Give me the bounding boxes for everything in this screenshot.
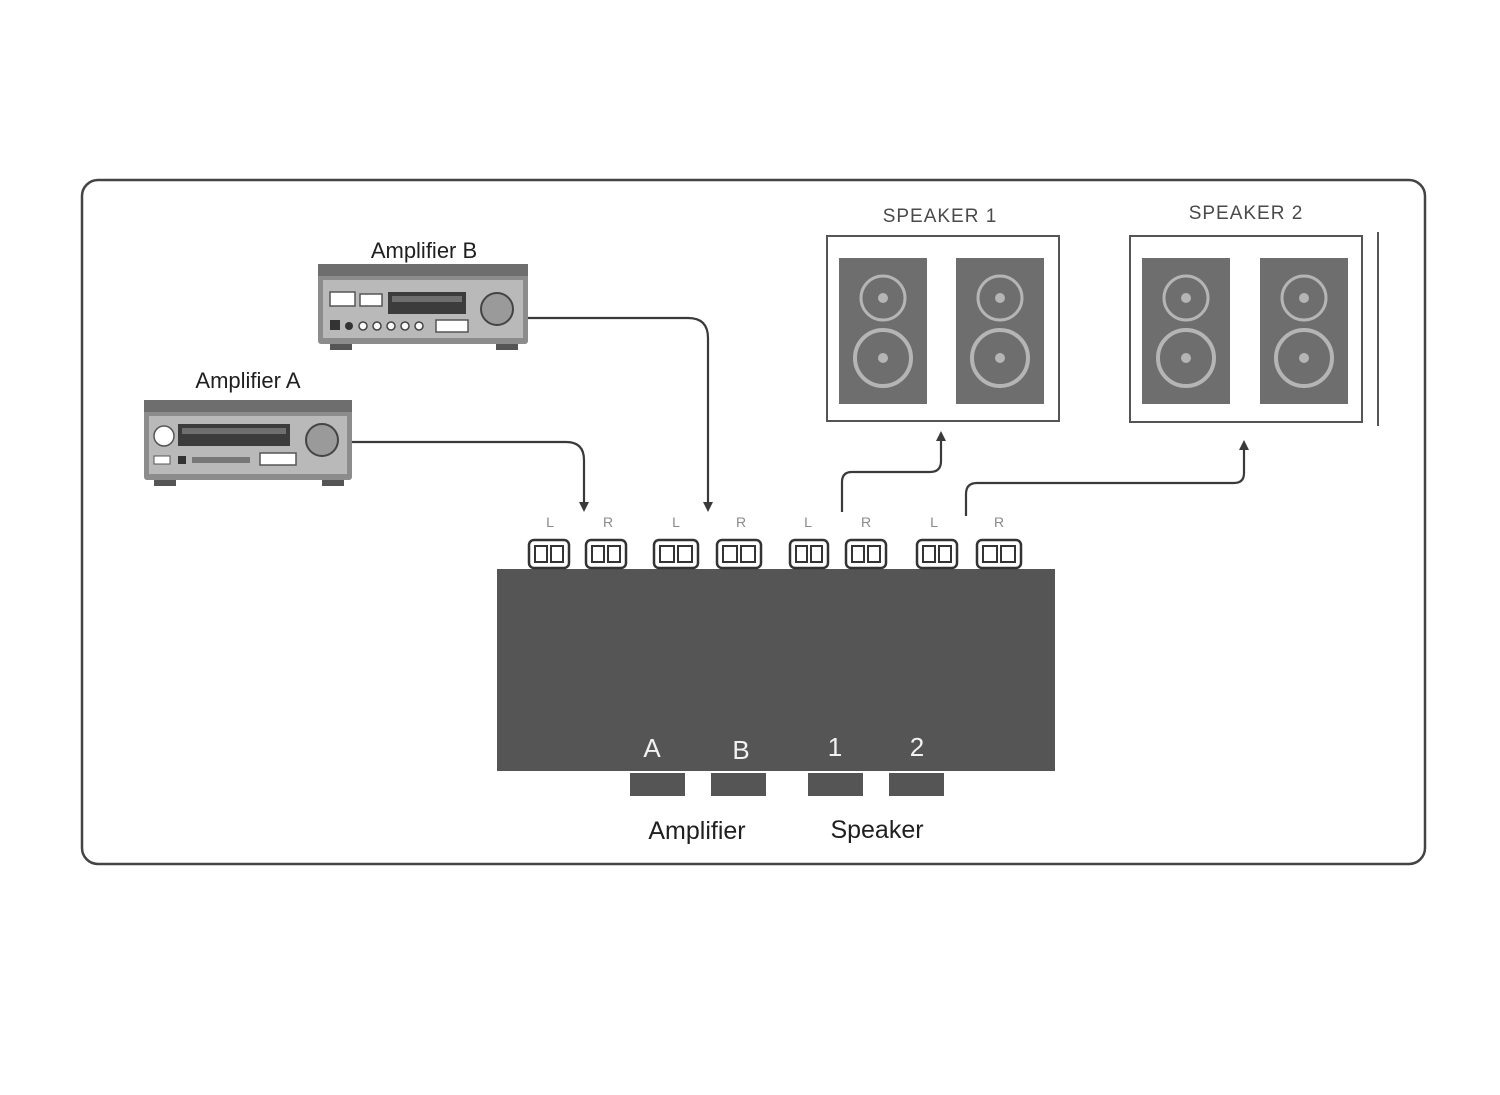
speaker-1-icon	[826, 235, 1060, 422]
terminal-label: L	[804, 514, 812, 530]
speaker-group-label: Speaker	[830, 816, 923, 844]
terminal-label: L	[546, 514, 554, 530]
amplifier-group-label: Amplifier	[648, 817, 745, 845]
amplifier-a-label: Amplifier A	[195, 368, 300, 393]
switch-box	[497, 569, 1055, 771]
terminal-label: R	[603, 514, 613, 530]
speaker-2-icon	[1129, 232, 1379, 426]
terminal-icon	[915, 538, 959, 570]
terminal-icon	[652, 538, 700, 570]
terminal-icon	[527, 538, 571, 570]
terminal-label: R	[861, 514, 871, 530]
switch-label-2: 2	[910, 732, 924, 762]
terminal-icon	[975, 538, 1023, 570]
wire-amplifier-b	[528, 316, 713, 512]
wire-amplifier-a	[352, 440, 589, 512]
wire-speaker-1	[840, 431, 946, 512]
terminal-block	[527, 538, 1023, 570]
selector-button-1[interactable]	[808, 773, 863, 796]
speaker-1-label: SPEAKER 1	[883, 206, 998, 227]
terminal-label: R	[994, 514, 1004, 530]
wire-speaker-2	[964, 440, 1249, 516]
switch-label-b: B	[732, 735, 749, 765]
diagram-frame	[80, 178, 1427, 866]
switch-label-1: 1	[828, 732, 842, 762]
terminal-label: L	[672, 514, 680, 530]
amplifier-b-icon	[318, 264, 528, 350]
terminal-icon	[715, 538, 763, 570]
switch-label-a: A	[643, 733, 661, 763]
terminal-label: R	[736, 514, 746, 530]
amplifier-a-icon	[144, 400, 352, 486]
selector-button-a[interactable]	[630, 773, 685, 796]
amplifier-b-label: Amplifier B	[371, 238, 477, 263]
selector-button-2[interactable]	[889, 773, 944, 796]
terminal-icon	[788, 538, 830, 570]
speaker-2-label: SPEAKER 2	[1189, 203, 1304, 224]
terminal-icon	[844, 538, 888, 570]
terminal-icon	[584, 538, 628, 570]
selector-button-b[interactable]	[711, 773, 766, 796]
terminal-label: L	[930, 514, 938, 530]
